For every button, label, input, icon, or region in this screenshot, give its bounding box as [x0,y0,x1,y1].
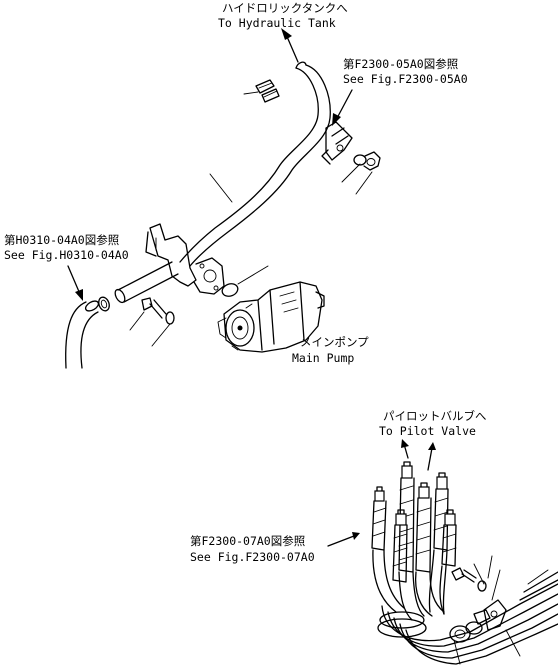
hose-clamp-ring [98,296,110,312]
f2300-05a0-label-en: See Fig.F2300-05A0 [343,72,468,86]
pilot-valve-label-en: To Pilot Valve [379,424,476,438]
main-pump-label-jp: メインポンプ [300,335,369,349]
suction-hose [179,61,331,267]
f2300-07a0-label-en: See Fig.F2300-07A0 [190,550,315,564]
hydraulic-tank-arrow [281,28,299,63]
pipe-flange-block [145,223,225,295]
pilot-hose-1 [371,486,405,613]
hydraulic-tank-label-jp: ハイドロリックタンクへ [222,1,348,15]
pilot-hose-3 [414,482,445,617]
hose-bundle [377,571,558,665]
flange-bolts [129,297,175,347]
f2300-05a0-label-jp: 第F2300-05A0図参照 [343,57,458,71]
h0310-04a0-arrow [67,265,83,301]
o-ring [221,265,269,297]
hydraulic-tank-label-en: To Hydraulic Tank [218,16,336,30]
pilot-valve-label-jp: パイロットバルブへ [383,409,487,423]
suction-assembly: ハイドロリックタンクへ To Hydraulic Tank 第F2300-05A… [4,1,468,369]
pilot-hose-2 [398,461,425,621]
leader-lines [453,569,549,665]
nut-washer [341,151,381,195]
hose-clamp-bracket [449,599,507,643]
f2300-05a0-arrow [332,89,353,126]
h0310-04a0-label-jp: 第H0310-04A0図参照 [4,233,119,247]
suction-pipe [114,261,179,304]
main-pump [217,281,325,353]
hose-bracket [321,121,353,165]
pilot-valve-arrows [401,439,436,471]
pilot-hose-6 [439,509,457,615]
pilot-hose-assembly: パイロットバルブへ To Pilot Valve 第F2300-07A0図参照 … [190,409,558,665]
lower-hose [65,300,100,369]
clamp-bolt [451,555,493,592]
hose-clamp [243,79,280,103]
f2300-07a0-label-jp: 第F2300-07A0図参照 [190,534,305,548]
h0310-04a0-label-en: See Fig.H0310-04A0 [4,248,129,262]
pilot-hose-5 [392,509,408,583]
f2300-07a0-arrow [327,532,360,547]
main-pump-label-en: Main Pump [292,351,354,365]
